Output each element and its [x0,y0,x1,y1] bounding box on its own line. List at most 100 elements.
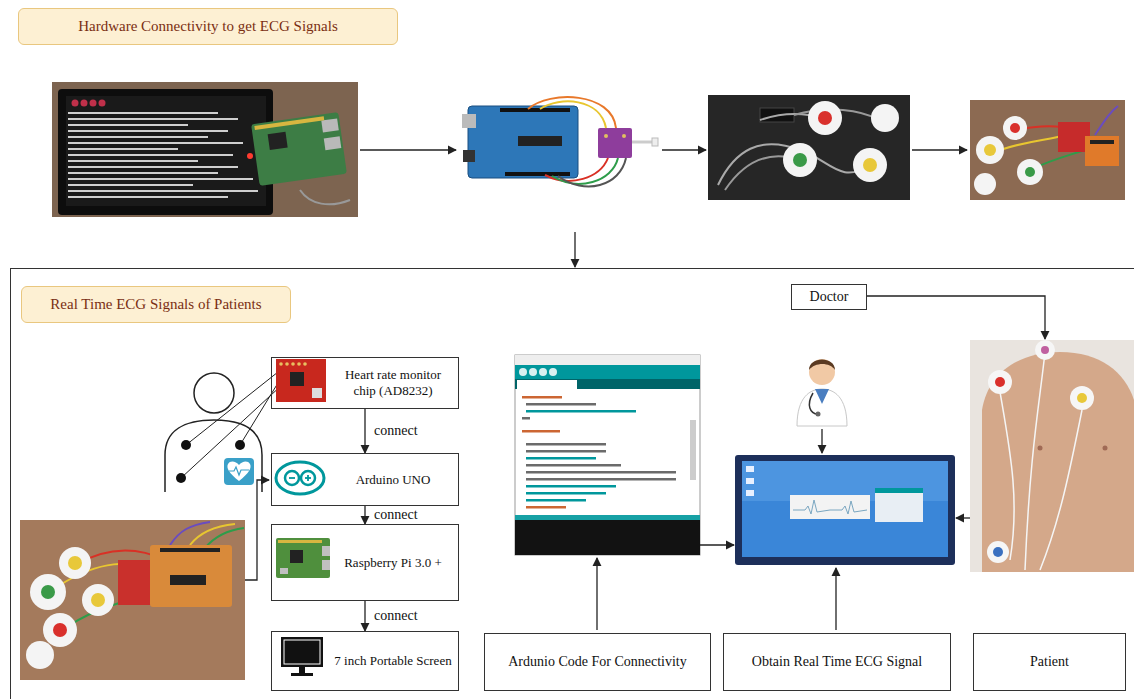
ecg-screen-photo [746,478,754,484]
raspberry-pi-board-icon [280,568,288,574]
flow-arrow [700,545,734,546]
ad8232-chip-icon [297,362,301,366]
arduino-code-screenshot [526,506,566,509]
monitor-icon [299,667,305,673]
arduino-wiring-drawing [462,97,660,186]
raspberry-screen-photo [68,124,188,126]
patient-photo [1025,352,1045,570]
flow-arrow [596,558,597,630]
process-box: Heart rate monitor chip (AD8232) [271,357,459,409]
edge-label: connect [374,507,418,522]
raspberry-screen-photo [68,130,228,132]
hardware-setup-photo [20,520,245,680]
setup-photo [970,100,1125,200]
arduino-logo [289,477,295,479]
doctor-icon [809,393,818,414]
monitor-icon [281,637,323,667]
raspberry-screen-photo [72,100,79,107]
hardware-setup-photo [82,584,114,616]
raspberry-pi-board-icon [276,538,330,578]
person-figure [227,461,250,481]
arduino-wiring-drawing [632,141,654,144]
arduino-code-screenshot [519,368,527,376]
arduino-wiring-drawing [463,150,475,162]
raspberry-screen-photo [68,154,233,156]
ad8232-chip-icon [279,362,283,366]
arduino-code-screenshot [529,368,537,376]
person-figure [235,440,245,450]
node-text: Doctor [810,289,849,305]
flow-arrow [956,517,970,518]
role-box: Doctor [791,284,867,310]
hardware-setup-photo [150,545,232,607]
raspberry-screen-photo [68,172,218,174]
arduino-wiring-drawing [505,172,570,176]
ad8232-chip-icon [276,359,326,402]
raspberry-screen-photo [68,166,238,168]
arduino-wiring-drawing [604,134,608,138]
raspberry-screen-photo [254,116,324,130]
section-tag: Real Time ECG Signals of Patients [21,286,291,323]
section-tag: Hardware Connectivity to get ECG Signals [18,8,398,45]
flow-arrow [245,480,269,580]
caption-box: Ardunio Code For Connectivity [484,633,711,691]
hardware-setup-photo [30,574,66,610]
raspberry-screen-photo [68,112,218,114]
person-figure [181,440,191,450]
patient-photo [995,377,1005,387]
flow-arrow [662,150,706,151]
arduino-wiring-drawing [652,138,658,146]
arduino-code-screenshot [515,355,700,555]
arduino-code-screenshot [526,499,586,502]
setup-photo [1090,140,1114,144]
flow-arrow [912,149,967,150]
node-text: Hardware Connectivity to get ECG Signals [78,18,338,35]
setup-photo [974,173,996,195]
person-figure [165,420,262,492]
ecg-screen-photo [875,488,923,522]
electrodes-photo [708,95,910,200]
hardware-setup-photo [59,547,91,579]
raspberry-pi-board-icon [278,540,322,543]
raspberry-screen-photo [52,82,358,217]
node-text: 7 inch Portable Screen [334,653,451,669]
patient-photo [1000,392,1014,560]
arduino-wiring-drawing [462,114,476,128]
caption-box: Patient [973,633,1126,691]
electrodes-photo [808,101,842,135]
arduino-code-screenshot [515,355,700,365]
arduino-logo [276,462,324,494]
arduino-code-screenshot [522,417,530,420]
raspberry-pi-board-icon [322,560,330,570]
node-text: Ardunio Code For Connectivity [508,654,687,670]
electrodes-photo [853,148,887,182]
process-box: Raspberry Pi 3.0 + [271,524,459,601]
flow-arrow [866,296,1045,339]
arduino-code-screenshot [526,443,606,446]
arduino-code-screenshot [539,368,547,376]
arduino-wiring-drawing [540,101,606,128]
section-panel: Real Time ECG Signals of PatientsHeart r… [10,268,1134,699]
person-figure [229,467,249,475]
ad8232-chip-icon [291,362,295,366]
node-text: Obtain Real Time ECG Signal [752,654,922,670]
process-box: Arduino UNO [271,453,459,506]
raspberry-screen-photo [99,100,106,107]
flow-arrow [835,568,836,630]
person-figure [240,378,281,445]
patient-photo [1103,446,1108,451]
ecg-screen-photo [735,455,955,565]
patient-photo [987,541,1009,563]
arduino-code-screenshot [515,520,700,555]
electrodes-photo [708,95,910,200]
raspberry-screen-photo [90,100,97,107]
raspberry-screen-photo [321,118,339,132]
hardware-setup-photo [160,548,220,552]
raspberry-screen-photo [68,160,198,162]
edge-label: connect [374,423,418,438]
electrodes-photo [783,143,817,177]
flow-arrow [956,518,970,519]
person-figure [165,372,283,492]
person-figure [176,473,186,483]
